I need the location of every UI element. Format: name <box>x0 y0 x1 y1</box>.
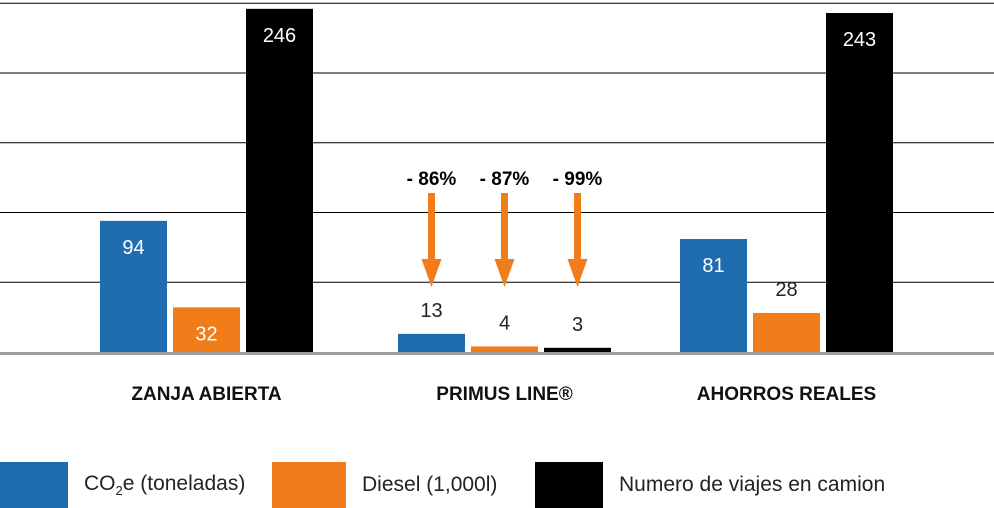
bar-value-label: 243 <box>843 29 876 51</box>
chart-legend: CO2e (toneladas) Diesel (1,000l) Numero … <box>0 462 994 508</box>
bar <box>100 220 167 352</box>
legend-label-diesel: Diesel (1,000l) <box>362 473 498 496</box>
bar <box>680 239 747 352</box>
legend-item-co2: CO2e (toneladas) <box>0 462 245 508</box>
bar <box>471 346 538 352</box>
reduction-label: - 87% <box>480 169 530 190</box>
bar <box>826 13 893 352</box>
bar-value-label: 81 <box>702 255 724 277</box>
bar-value-label: 32 <box>195 323 217 345</box>
bar <box>246 8 313 353</box>
bar <box>753 312 820 352</box>
category-label: ZANJA ABIERTA <box>131 384 282 405</box>
legend-item-trips: Numero de viajes en camion <box>535 462 885 508</box>
bar <box>544 347 611 352</box>
reduction-label: - 86% <box>407 169 457 190</box>
reduction-label: - 99% <box>553 169 603 190</box>
bar-value-label: 28 <box>775 279 797 301</box>
bar <box>398 333 465 352</box>
bar-value-label: 3 <box>572 314 583 336</box>
category-label: PRIMUS LINE® <box>436 384 572 405</box>
legend-label-co2: CO2e (toneladas) <box>84 472 246 498</box>
bar-value-label: 94 <box>122 237 144 259</box>
bar-value-label: 4 <box>499 312 510 334</box>
reduction-arrow-head <box>421 259 442 287</box>
legend-swatch-diesel <box>272 462 346 508</box>
bar-value-label: 13 <box>420 300 442 322</box>
bar <box>173 307 240 352</box>
legend-label-trips: Numero de viajes en camion <box>619 473 886 496</box>
legend-swatch-trips <box>535 462 603 508</box>
bar-value-label: 246 <box>263 25 296 47</box>
reduction-arrow-head <box>567 259 588 287</box>
legend-item-diesel: Diesel (1,000l) <box>272 462 497 508</box>
reduction-arrow-head <box>494 259 515 287</box>
legend-swatch-co2 <box>0 462 68 508</box>
category-label: AHORROS REALES <box>697 384 876 405</box>
